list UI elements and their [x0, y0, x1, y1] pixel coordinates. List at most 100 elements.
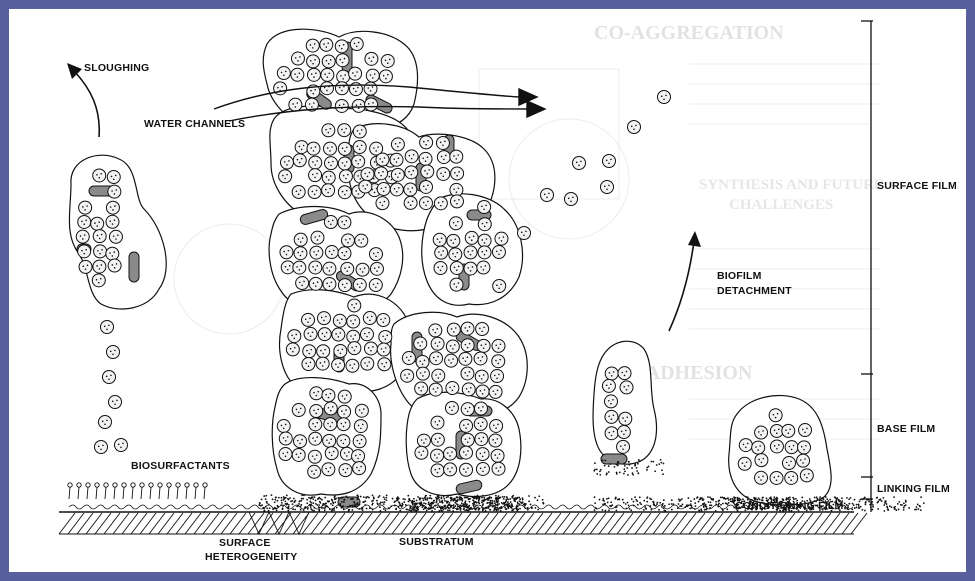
- coccus-cell: [323, 277, 336, 290]
- coccus-cell: [337, 70, 350, 83]
- coccus-cell: [306, 39, 319, 52]
- substratum: [59, 512, 867, 534]
- coccus-cell: [433, 233, 446, 246]
- coccus-cell: [420, 136, 433, 149]
- coccus-cell: [352, 155, 365, 168]
- coccus-cell: [605, 367, 618, 380]
- coccus-cell: [475, 433, 488, 446]
- coccus-cell: [364, 342, 377, 355]
- coccus-cell: [492, 339, 505, 352]
- coccus-cell: [565, 193, 578, 206]
- coccus-cell: [279, 448, 292, 461]
- coccus-cell: [432, 369, 445, 382]
- coccus-cell: [316, 357, 329, 370]
- coccus-cell: [355, 404, 368, 417]
- coccus-cell: [307, 68, 320, 81]
- coccus-cell: [461, 433, 474, 446]
- coccus-cell: [782, 457, 795, 470]
- coccus-cell: [474, 417, 487, 430]
- coccus-cell: [491, 370, 504, 383]
- coccus-cell: [489, 385, 502, 398]
- coccus-cell: [338, 390, 351, 403]
- coccus-cell: [322, 389, 335, 402]
- coccus-cell: [770, 440, 783, 453]
- coccus-cell: [347, 330, 360, 343]
- coccus-cell: [798, 441, 811, 454]
- coccus-cell: [785, 441, 798, 454]
- coccus-cell: [490, 419, 503, 432]
- coccus-cell: [769, 409, 782, 422]
- coccus-cell: [335, 40, 348, 53]
- coccus-cell: [415, 382, 428, 395]
- coccus-cell: [797, 454, 810, 467]
- coccus-cell: [437, 151, 450, 164]
- coccus-cell: [404, 196, 417, 209]
- coccus-cell: [491, 449, 504, 462]
- coccus-cell: [292, 185, 305, 198]
- coccus-cell: [310, 246, 323, 259]
- coccus-cell: [478, 246, 491, 259]
- coccus-cell: [476, 462, 489, 475]
- coccus-cell: [415, 446, 428, 459]
- coccus-cell: [444, 463, 457, 476]
- coccus-cell: [294, 233, 307, 246]
- coccus-cell: [464, 246, 477, 259]
- coccus-cell: [303, 345, 316, 358]
- coccus-cell: [377, 343, 390, 356]
- label-linking-film: LINKING FILM: [877, 483, 950, 495]
- coccus-cell: [449, 248, 462, 261]
- coccus-cell: [308, 465, 321, 478]
- coccus-cell: [477, 339, 490, 352]
- coccus-cell: [405, 150, 418, 163]
- coccus-cell: [417, 434, 430, 447]
- coccus-cell: [307, 55, 320, 68]
- coccus-cell: [302, 358, 315, 371]
- coccus-cell: [309, 277, 322, 290]
- coccus-cell: [628, 121, 641, 134]
- coccus-cell: [369, 279, 382, 292]
- coccus-cell: [602, 379, 615, 392]
- coccus-cell: [376, 153, 389, 166]
- coccus-cell: [376, 197, 389, 210]
- coccus-cell: [363, 312, 376, 325]
- coccus-cell: [309, 169, 322, 182]
- coccus-cell: [464, 262, 477, 275]
- coccus-cell: [445, 401, 458, 414]
- coccus-cell: [364, 82, 377, 95]
- coccus-cell: [91, 217, 104, 230]
- coccus-cell: [339, 170, 352, 183]
- coccus-cell: [421, 165, 434, 178]
- coccus-cell: [115, 439, 128, 452]
- coccus-cell: [310, 405, 323, 418]
- coccus-cell: [401, 369, 414, 382]
- coccus-cell: [475, 370, 488, 383]
- coccus-cell: [476, 448, 489, 461]
- ghost-coaggregation: CO-AGGREGATION: [594, 22, 784, 44]
- coccus-cell: [338, 124, 351, 137]
- coccus-cell: [291, 52, 304, 65]
- coccus-cell: [293, 154, 306, 167]
- coccus-cell: [337, 435, 350, 448]
- coccus-cell: [106, 215, 119, 228]
- coccus-cell: [431, 449, 444, 462]
- coccus-cell: [106, 247, 119, 260]
- coccus-cell: [93, 169, 106, 182]
- coccus-cell: [755, 426, 768, 439]
- label-water-channels: WATER CHANNELS: [144, 118, 245, 130]
- coccus-cell: [377, 314, 390, 327]
- coccus-cell: [310, 387, 323, 400]
- biofilm-diagram: CO-AGGREGATION CO-ADHESION SYNTHESIS AND…: [9, 9, 966, 572]
- coccus-cell: [459, 352, 472, 365]
- coccus-cell: [324, 418, 337, 431]
- coccus-cell: [339, 464, 352, 477]
- coccus-cell: [279, 432, 292, 445]
- coccus-cell: [325, 246, 338, 259]
- coccus-cell: [317, 312, 330, 325]
- coccus-cell: [323, 142, 336, 155]
- coccus-cell: [361, 168, 374, 181]
- coccus-cell: [617, 440, 630, 453]
- coccus-cell: [302, 313, 315, 326]
- coccus-cell: [338, 142, 351, 155]
- coccus-cell: [361, 328, 374, 341]
- coccus-cell: [431, 416, 444, 429]
